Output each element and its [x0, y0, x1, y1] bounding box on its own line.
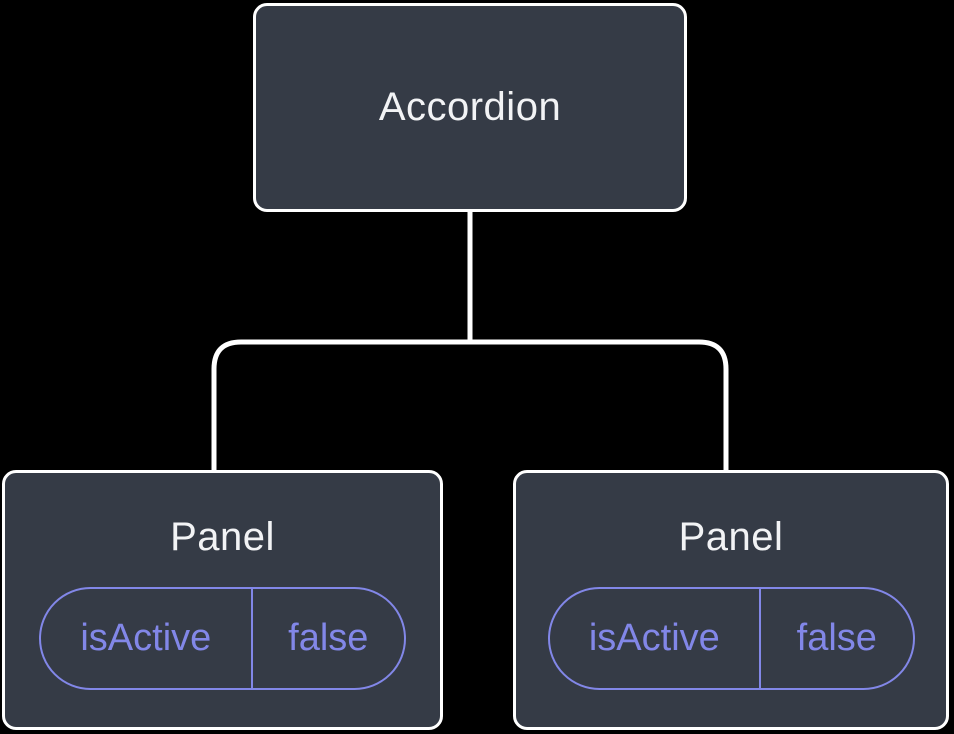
- panel-left-state-pill: isActive false: [39, 587, 406, 690]
- accordion-node-label: Accordion: [378, 85, 562, 129]
- state-value-label: false: [288, 617, 369, 659]
- state-key-label: isActive: [41, 589, 253, 688]
- state-value-label: false: [796, 617, 877, 659]
- panel-right-label: Panel: [678, 515, 784, 559]
- panel-right-state-pill: isActive false: [547, 587, 915, 690]
- connector-branch: [211, 339, 729, 470]
- panel-left-label: Panel: [170, 515, 275, 559]
- tree-node-accordion: Accordion: [253, 3, 687, 212]
- tree-node-panel-right: Panel isActive false: [513, 470, 949, 730]
- tree-node-panel-left: Panel isActive false: [2, 470, 443, 730]
- state-key-label: isActive: [550, 589, 762, 688]
